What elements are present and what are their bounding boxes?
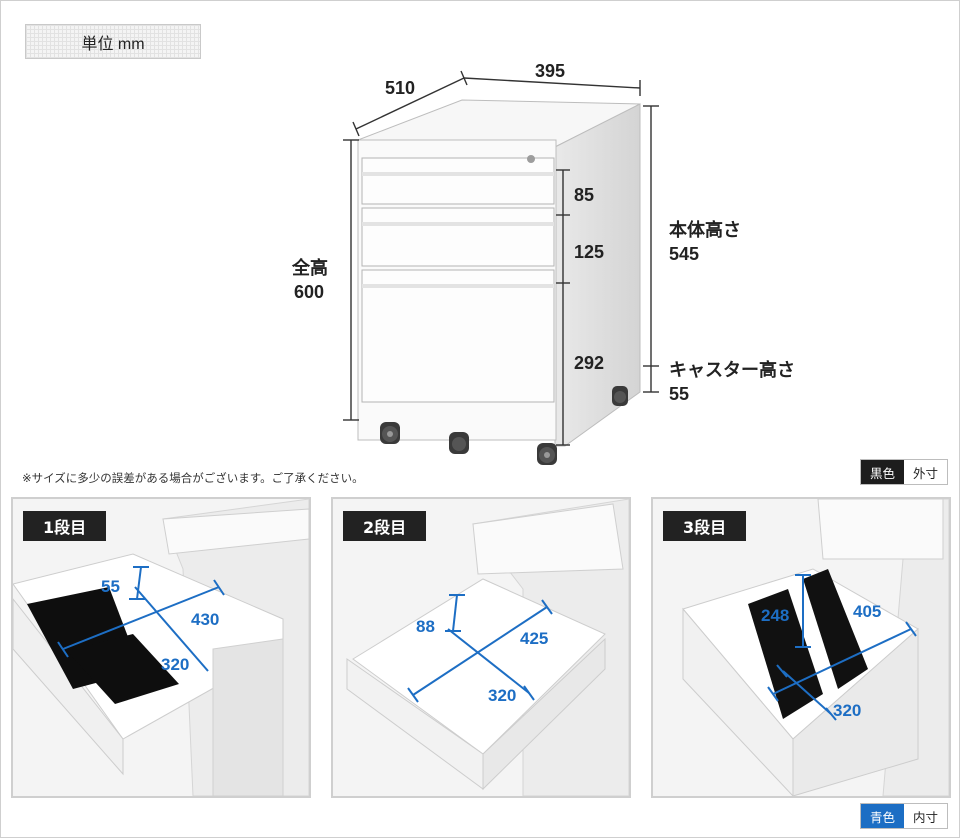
drawer3-height-dimension: 292 bbox=[574, 353, 604, 373]
drawer-1-photo: 55 430 320 bbox=[13, 499, 309, 796]
drawer3-height-inner: 248 bbox=[761, 606, 789, 625]
drawer1-width-inner: 320 bbox=[161, 655, 189, 674]
body-height-label: 本体高さ bbox=[669, 219, 741, 241]
unit-badge: 単位 mm bbox=[25, 24, 201, 59]
drawer1-length-inner: 430 bbox=[191, 610, 219, 629]
cabinet-figure: 510 395 85 125 292 全高 600 本体高さ 545 キャスター… bbox=[291, 61, 795, 465]
width-dimension: 395 bbox=[535, 61, 565, 81]
caster-back-right bbox=[612, 386, 628, 406]
drawer-panel-1-label: 1段目 bbox=[23, 511, 107, 541]
legend-outer-key: 黒色 bbox=[860, 460, 904, 484]
drawer2-height-dimension: 125 bbox=[574, 242, 604, 262]
drawer-panel-3: 248 405 320 3段目 bbox=[651, 497, 951, 798]
total-height-label: 全高 bbox=[291, 257, 328, 279]
legend-inner-dimensions: 青色 内寸 bbox=[859, 803, 948, 829]
drawer2-length-inner: 425 bbox=[520, 629, 548, 648]
caster-height-label: キャスター高さ bbox=[669, 359, 795, 381]
drawer-panel-1: 55 430 320 1段目 bbox=[11, 497, 311, 798]
body-height-value: 545 bbox=[669, 244, 699, 264]
drawer3-width-inner: 320 bbox=[833, 701, 861, 720]
legend-outer-value: 外寸 bbox=[903, 460, 947, 484]
depth-dimension: 510 bbox=[385, 78, 415, 98]
drawer1-height-dimension: 85 bbox=[574, 185, 594, 205]
drawer1-depth-inner: 55 bbox=[101, 577, 120, 596]
drawer-3-photo: 248 405 320 bbox=[682, 499, 949, 796]
drawer2-width-inner: 320 bbox=[488, 686, 516, 705]
drawer-panel-2-label: 2段目 bbox=[343, 511, 427, 541]
drawer3-length-inner: 405 bbox=[853, 602, 881, 621]
caster-front-right bbox=[537, 443, 557, 465]
caster-center bbox=[449, 432, 469, 454]
drawer-3 bbox=[361, 269, 555, 403]
legend-inner-value: 内寸 bbox=[903, 804, 947, 828]
drawer-2-photo: 88 425 320 bbox=[346, 499, 629, 796]
drawer-panel-3-label: 3段目 bbox=[663, 511, 747, 541]
caster-front-left bbox=[380, 422, 400, 444]
drawer2-depth-inner: 88 bbox=[416, 617, 435, 636]
drawer-1 bbox=[361, 155, 555, 205]
drawer-2 bbox=[361, 207, 555, 267]
drawer-panel-2: 88 425 320 2段目 bbox=[331, 497, 631, 798]
legend-inner-key: 青色 bbox=[860, 804, 904, 828]
unit-text: 単位 mm bbox=[81, 35, 145, 53]
total-height-value: 600 bbox=[294, 282, 324, 302]
tolerance-note: ※サイズに多少の誤差がある場合がございます。ご了承ください。 bbox=[22, 471, 364, 485]
legend-outer-dimensions: 黒色 外寸 bbox=[859, 459, 948, 485]
caster-height-value: 55 bbox=[669, 384, 689, 404]
